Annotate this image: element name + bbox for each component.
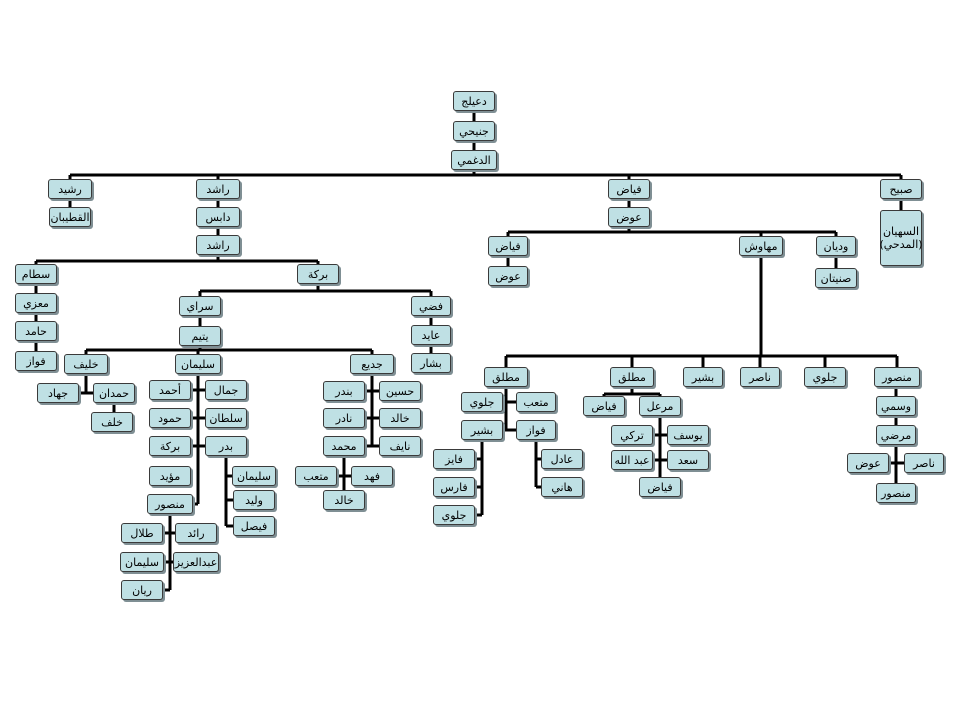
node-baraka: بركة bbox=[297, 264, 339, 284]
node-suhayhan: السهيان (المدحي) bbox=[879, 210, 923, 266]
node-fayyad-top: فياض bbox=[608, 179, 650, 199]
node-hamid: حامد bbox=[15, 321, 57, 341]
node-nadir: نادر bbox=[323, 408, 365, 428]
node-fawaz-l: فواز bbox=[15, 351, 57, 371]
node-mizri: معزي bbox=[15, 293, 57, 313]
node-rashed1: راشد bbox=[196, 179, 240, 199]
node-n3: الدغمي bbox=[451, 150, 497, 170]
node-khalif: خليف bbox=[64, 354, 108, 374]
node-khalid1: خالد bbox=[379, 408, 421, 428]
node-yousef: يوسف bbox=[667, 425, 709, 445]
node-jamal: جمال bbox=[205, 380, 247, 400]
node-jalawi3: جلوي bbox=[433, 505, 475, 525]
node-rashid-top: رشيد bbox=[48, 179, 92, 199]
node-fayiz: فايز bbox=[433, 449, 475, 469]
node-nasir-m: ناصر bbox=[740, 367, 780, 387]
node-sunaytan: صنيتان bbox=[815, 268, 857, 288]
connector-lines bbox=[34, 111, 904, 592]
node-mansour2: منصور bbox=[876, 483, 916, 503]
node-rayan: ريان bbox=[121, 580, 163, 600]
node-murial: مرعل bbox=[639, 396, 681, 416]
node-bashar: بشار bbox=[411, 353, 451, 373]
node-faris: فارس bbox=[433, 477, 475, 497]
node-fawaz2: فواز bbox=[516, 420, 556, 440]
node-saad: سعد bbox=[667, 450, 709, 470]
node-sarai: سراي bbox=[179, 296, 221, 316]
node-hani: هاني bbox=[541, 477, 583, 497]
node-wadyan: وديان bbox=[816, 236, 856, 256]
node-jalawi2: جلوي bbox=[461, 392, 503, 412]
node-abdullah: عبد الله bbox=[611, 450, 653, 470]
node-mahawish: مهاوش bbox=[739, 236, 783, 256]
node-mansour-m: منصور bbox=[874, 367, 920, 387]
node-ahmad: أحمد bbox=[149, 380, 191, 400]
node-muhammad: محمد bbox=[323, 436, 365, 456]
node-nasir2: ناصر bbox=[904, 453, 944, 473]
node-abdulaziz: عبدالعزيز bbox=[173, 552, 219, 572]
node-fadhi: فضي bbox=[411, 296, 451, 316]
node-n2: جنيحي bbox=[453, 121, 495, 141]
node-sulaiman3: سليمان bbox=[120, 552, 164, 572]
node-awad-top: عوض bbox=[608, 207, 650, 227]
node-bandar: بندر bbox=[323, 381, 365, 401]
node-yatim: يتيم bbox=[179, 326, 221, 346]
node-fayyad2: فياض bbox=[488, 236, 528, 256]
node-hamdan: حمدان bbox=[93, 383, 135, 403]
node-fayyad3: فياض bbox=[583, 396, 625, 416]
node-fahd: فهد bbox=[351, 466, 393, 486]
node-awad3: عوض bbox=[847, 453, 889, 473]
node-sattam: سطام bbox=[15, 264, 57, 284]
node-muayyad: مؤيد bbox=[149, 466, 191, 486]
node-mutib1: متعب bbox=[295, 466, 337, 486]
node-turki: تركي bbox=[611, 425, 653, 445]
node-sulaiman2: سليمان bbox=[232, 466, 276, 486]
node-mansour-s: منصور bbox=[147, 494, 193, 514]
node-fayyad4: فياض bbox=[639, 477, 681, 497]
node-mutib2: متعب bbox=[516, 392, 556, 412]
node-murdhi: مرضي bbox=[876, 425, 916, 445]
node-wasmi: وسمي bbox=[876, 396, 916, 416]
node-jihad: جهاد bbox=[37, 383, 79, 403]
node-jalawi-m: جلوي bbox=[804, 367, 846, 387]
node-walid: وليد bbox=[233, 490, 275, 510]
node-sulaiman: سليمان bbox=[175, 354, 221, 374]
node-talal: طلال bbox=[121, 523, 163, 543]
node-subayh: صبيح bbox=[880, 179, 922, 199]
node-nayif: نايف bbox=[379, 436, 421, 456]
node-judai: جديع bbox=[350, 354, 394, 374]
node-bashir-m: بشير bbox=[683, 367, 723, 387]
node-mutlaq1: مطلق bbox=[484, 367, 528, 387]
node-dabis: دابس bbox=[196, 207, 240, 227]
node-ayid: عايد bbox=[411, 325, 451, 345]
node-awad2: عوض bbox=[488, 266, 528, 286]
node-adil: عادل bbox=[541, 449, 583, 469]
node-bashir2: بشير bbox=[461, 420, 503, 440]
node-baraka2: بركة bbox=[149, 436, 191, 456]
node-n1: دعيلج bbox=[453, 91, 495, 111]
node-rashed2: راشد bbox=[196, 235, 240, 255]
node-husain: حسين bbox=[379, 381, 421, 401]
node-sultan: سلطان bbox=[205, 408, 247, 428]
node-hamud: حمود bbox=[149, 408, 191, 428]
node-raid: رائد bbox=[175, 523, 217, 543]
node-badr-s: بدر bbox=[205, 436, 247, 456]
node-mutlaq2: مطلق bbox=[610, 367, 654, 387]
node-qutayban: القطيبان bbox=[49, 207, 91, 227]
node-faisal: فيصل bbox=[233, 516, 275, 536]
node-khalaf: خلف bbox=[91, 412, 133, 432]
node-khalid2: خالد bbox=[323, 490, 365, 510]
